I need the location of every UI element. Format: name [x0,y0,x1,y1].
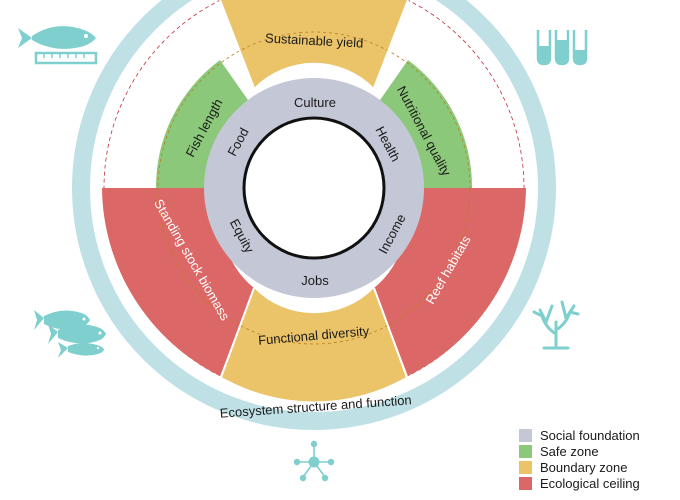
boundary-zone-functional-diversity [220,288,408,402]
label-sustainable-yield: Sustainable yield [265,30,364,50]
legend-item-boundary-zone: Boundary zone [519,459,640,475]
test-tubes-icon [536,30,588,66]
network-icon [293,440,335,482]
legend-swatch [519,460,532,474]
inner-circle [242,116,386,260]
legend: Social foundation Safe zone Boundary zon… [519,427,640,491]
legend-item-social-foundation: Social foundation [519,427,640,443]
legend-item-ecological-ceiling: Ecological ceiling [519,475,640,491]
legend-label: Safe zone [540,443,599,459]
social-label-jobs: Jobs [301,273,329,288]
legend-swatch [519,444,532,458]
legend-swatch [519,428,532,442]
ecosystem-ring-bottom [72,187,556,430]
boundary-dashed-line [157,31,471,345]
legend-label: Boundary zone [540,459,628,475]
segment-dividers [219,0,409,381]
boundary-zone-sustainable-yield [220,0,408,88]
legend-label: Ecological ceiling [540,475,640,491]
fish-school-icon [34,310,106,358]
legend-swatch [519,476,532,490]
coral-icon [532,300,580,350]
legend-label: Social foundation [540,427,640,443]
fish-ruler-icon [18,26,98,65]
legend-item-safe-zone: Safe zone [519,443,640,459]
social-label-culture: Culture [294,95,336,110]
